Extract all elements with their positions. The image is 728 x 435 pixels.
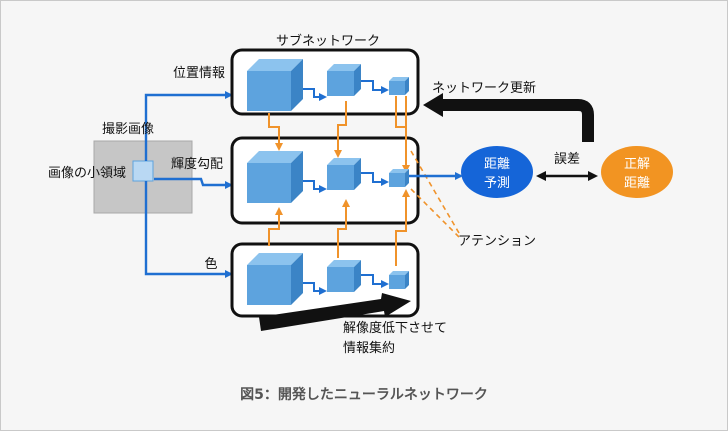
ground-truth-label-2: 距離 [624, 176, 650, 191]
input-arrows [144, 91, 233, 278]
error-label: 誤差 [554, 151, 580, 167]
cube-connectors [303, 80, 389, 295]
attention-label: アテンション [458, 234, 536, 249]
attention-arrows [268, 96, 410, 266]
color-label: 色 [204, 256, 217, 272]
cube-row-color [247, 253, 409, 305]
position-info-label: 位置情報 [173, 66, 225, 81]
distance-prediction-label-2: 予測 [484, 176, 510, 191]
ground-truth-label-1: 正解 [624, 157, 650, 172]
network-update-arrow [441, 99, 594, 142]
image-small-region [132, 160, 154, 182]
distance-prediction-label-1: 距離 [484, 157, 510, 172]
downsample-arrow [259, 293, 411, 331]
cube-row-brightness [247, 151, 409, 203]
captured-image-label: 撮影画像 [102, 121, 154, 137]
brightness-gradient-label: 輝度勾配 [171, 156, 223, 172]
downsample-label-2: 情報集約 [343, 340, 395, 356]
ground-truth-oval [601, 146, 673, 198]
attention-dashed-lines [410, 150, 460, 238]
figure-caption: 図5：開発したニューラルネットワーク [240, 386, 488, 403]
subnetwork-label: サブネットワーク [276, 33, 380, 49]
image-small-region-label: 画像の小領域 [48, 165, 126, 181]
downsample-label-1: 解像度低下させて [343, 320, 447, 336]
network-update-arrowhead [423, 93, 443, 117]
distance-prediction-oval [461, 146, 533, 198]
network-update-label: ネットワーク更新 [432, 80, 536, 96]
cube-row-position [247, 59, 409, 111]
